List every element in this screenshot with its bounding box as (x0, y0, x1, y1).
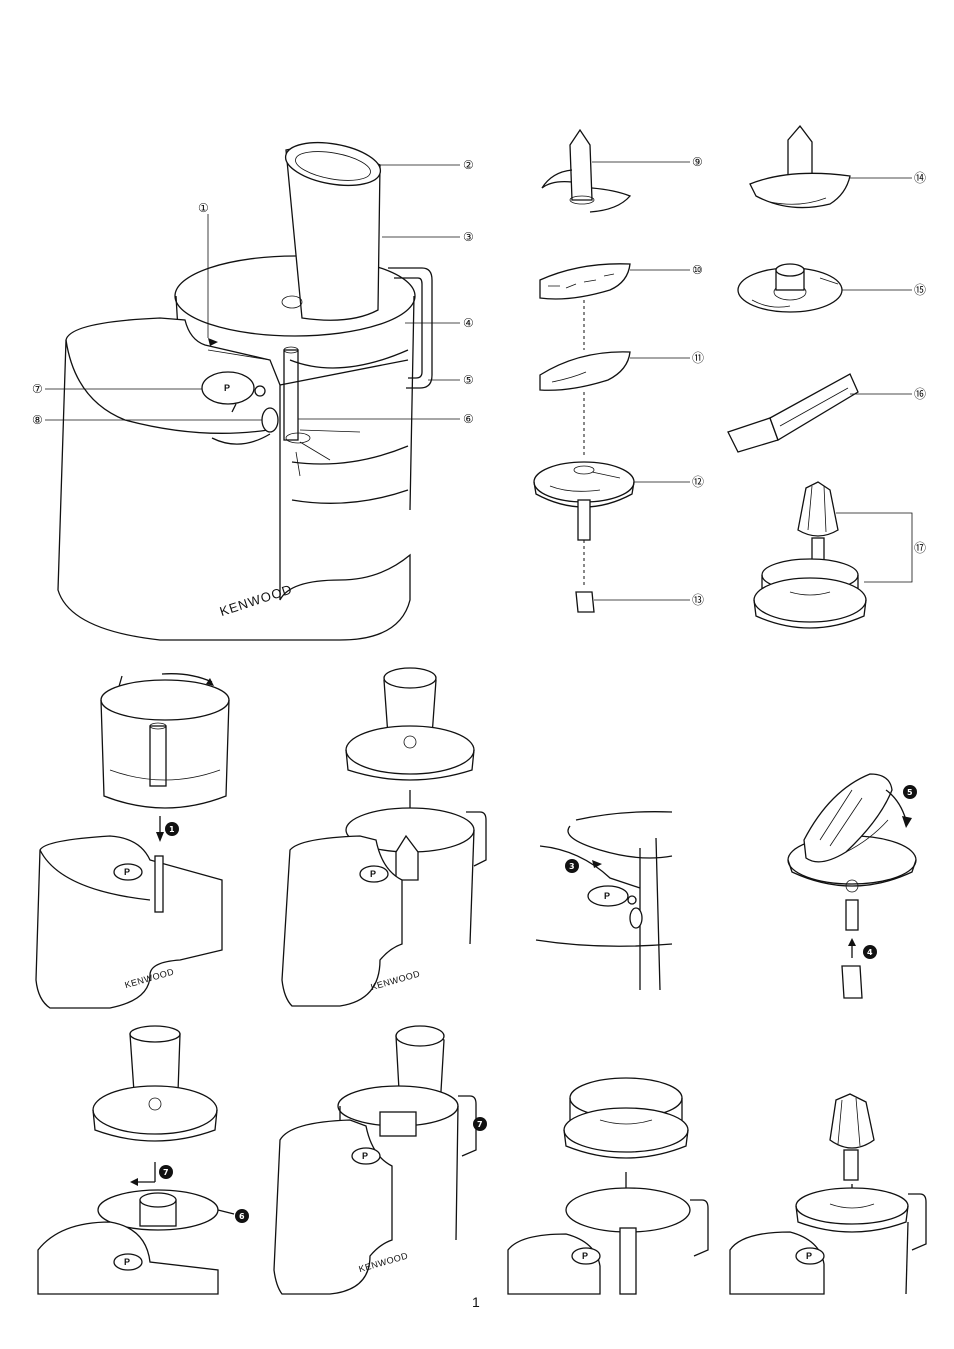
dough-tool-part: ⑭ (749, 124, 926, 209)
main-food-processor: P KENWOOD (57, 141, 433, 641)
callout-6: ⑥ (463, 412, 474, 426)
step-8-illustration: 8 P (507, 1077, 709, 1295)
callout-11: ⑪ (692, 351, 704, 365)
step-6-pulse-label: P (124, 1257, 130, 1267)
step-7-assembled-illustration: 7 P KENWOOD (273, 1025, 487, 1295)
step-1-pulse-label: P (124, 867, 130, 877)
callout-13: ⑬ (692, 593, 704, 607)
grating-insert-part: ⑩ (539, 263, 703, 350)
step-6-7-illustration: 7 6 P (37, 1025, 249, 1295)
step-9-pulse-label: P (806, 1251, 812, 1261)
citrus-press-part: ⑰ (753, 481, 926, 629)
step-7a-badge: 7 (163, 1168, 169, 1177)
callout-9: ⑨ (692, 155, 703, 169)
drive-adapter-part: ⑬ (575, 591, 704, 613)
callout-5: ⑤ (463, 373, 474, 387)
callout-8: ⑧ (32, 413, 43, 427)
step-6-badge: 6 (239, 1212, 245, 1221)
step-7-pulse-label: P (362, 1151, 368, 1161)
pulse-button-label: P (224, 383, 230, 393)
step-3-illustration: P 3 (535, 811, 673, 991)
callout-2: ② (463, 158, 474, 172)
step-1-illustration: 1 P KENWOOD (35, 673, 230, 1009)
spatula-part: ⑯ (727, 373, 926, 453)
callout-4: ④ (463, 316, 474, 330)
step-4-5-illustration: 5 4 (787, 773, 917, 999)
disc-assembly-part: ⑫ (533, 461, 704, 588)
callout-7: ⑦ (32, 382, 43, 396)
step-4-badge: 4 (867, 948, 873, 957)
page-number: 1 (472, 1294, 480, 1310)
step-9-illustration: 9 P (729, 1093, 927, 1295)
callout-17: ⑰ (914, 541, 926, 555)
callout-3: ③ (463, 230, 474, 244)
step-2-illustration: 2 P KENWOOD (281, 667, 487, 1007)
step-3-pulse-label: P (604, 891, 610, 901)
slicing-blade-part: ⑪ (539, 351, 704, 458)
step-2-pulse-label: P (370, 869, 376, 879)
step-5-badge: 5 (907, 788, 913, 797)
disc-holder-part: ⑮ (737, 263, 926, 313)
callout-15: ⑮ (914, 283, 926, 297)
callout-14: ⑭ (914, 171, 926, 185)
step-7b-badge: 7 (477, 1120, 483, 1129)
main-callouts: ① ② ③ ④ ⑤ ⑥ ⑦ ⑧ (32, 158, 474, 427)
knife-blade-part: ⑨ (541, 128, 703, 213)
step-1-badge: 1 (169, 825, 175, 834)
callout-10: ⑩ (692, 263, 703, 277)
step-3-badge: 3 (569, 862, 575, 871)
step-8-pulse-label: P (582, 1251, 588, 1261)
callout-16: ⑯ (914, 387, 926, 401)
callout-12: ⑫ (692, 475, 704, 489)
callout-1: ① (198, 201, 209, 215)
